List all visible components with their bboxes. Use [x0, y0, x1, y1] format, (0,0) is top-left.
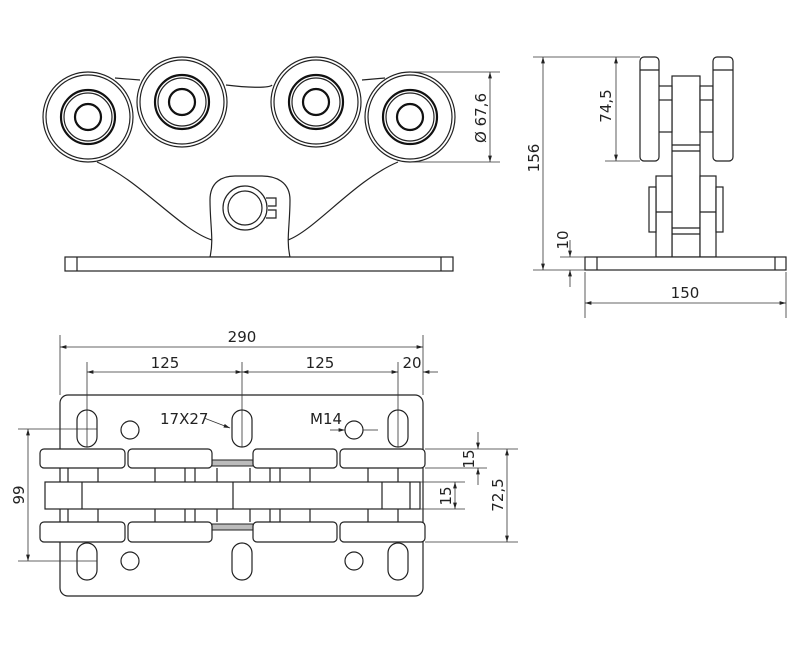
wheel [42, 71, 134, 163]
side-base-plate [584, 256, 787, 271]
side-view: 156 74,5 10 150 [525, 56, 787, 318]
wheel-side [712, 56, 734, 162]
overall-length-label: 290 [228, 328, 257, 346]
wheel-row-bottom [39, 521, 426, 543]
bar-width-label: 15 [437, 486, 455, 505]
center-arm [671, 75, 701, 258]
wheel-row-top [39, 448, 426, 469]
wheel [270, 56, 362, 148]
track-width-label: 72,5 [489, 478, 507, 511]
slot-spacing-right-label: 125 [306, 354, 335, 372]
height-label: 156 [525, 144, 543, 173]
edge-offset-label: 20 [402, 354, 421, 372]
wheel-height-label: 74,5 [597, 89, 615, 122]
diameter-label: Ø 67,6 [472, 93, 490, 143]
plan-view: 290 125 125 20 17X27 M14 99 15 15 72,5 [10, 328, 518, 597]
hub-bracket [209, 175, 291, 258]
body-curve-left [96, 161, 213, 241]
circlip-tabs [266, 197, 277, 219]
plate-width-label: 150 [671, 284, 700, 302]
base-plate [64, 256, 454, 272]
wheel-width-label: 15 [460, 449, 478, 468]
hole-spacing-label: 99 [10, 485, 28, 504]
plate-thickness-label: 10 [554, 230, 572, 249]
slot-leader [203, 417, 231, 429]
wheel-side [639, 56, 660, 162]
body-top-edge [114, 77, 386, 88]
retaining-ring [222, 185, 268, 231]
thread-label: M14 [310, 410, 342, 428]
slot-spacing-left-label: 125 [151, 354, 180, 372]
wheel [364, 71, 456, 163]
axle-bore [227, 190, 263, 226]
wheel [136, 56, 228, 148]
front-view: Ø 67,6 [42, 56, 500, 272]
slot-size-label: 17X27 [160, 410, 208, 428]
body-curve-right [287, 161, 399, 241]
